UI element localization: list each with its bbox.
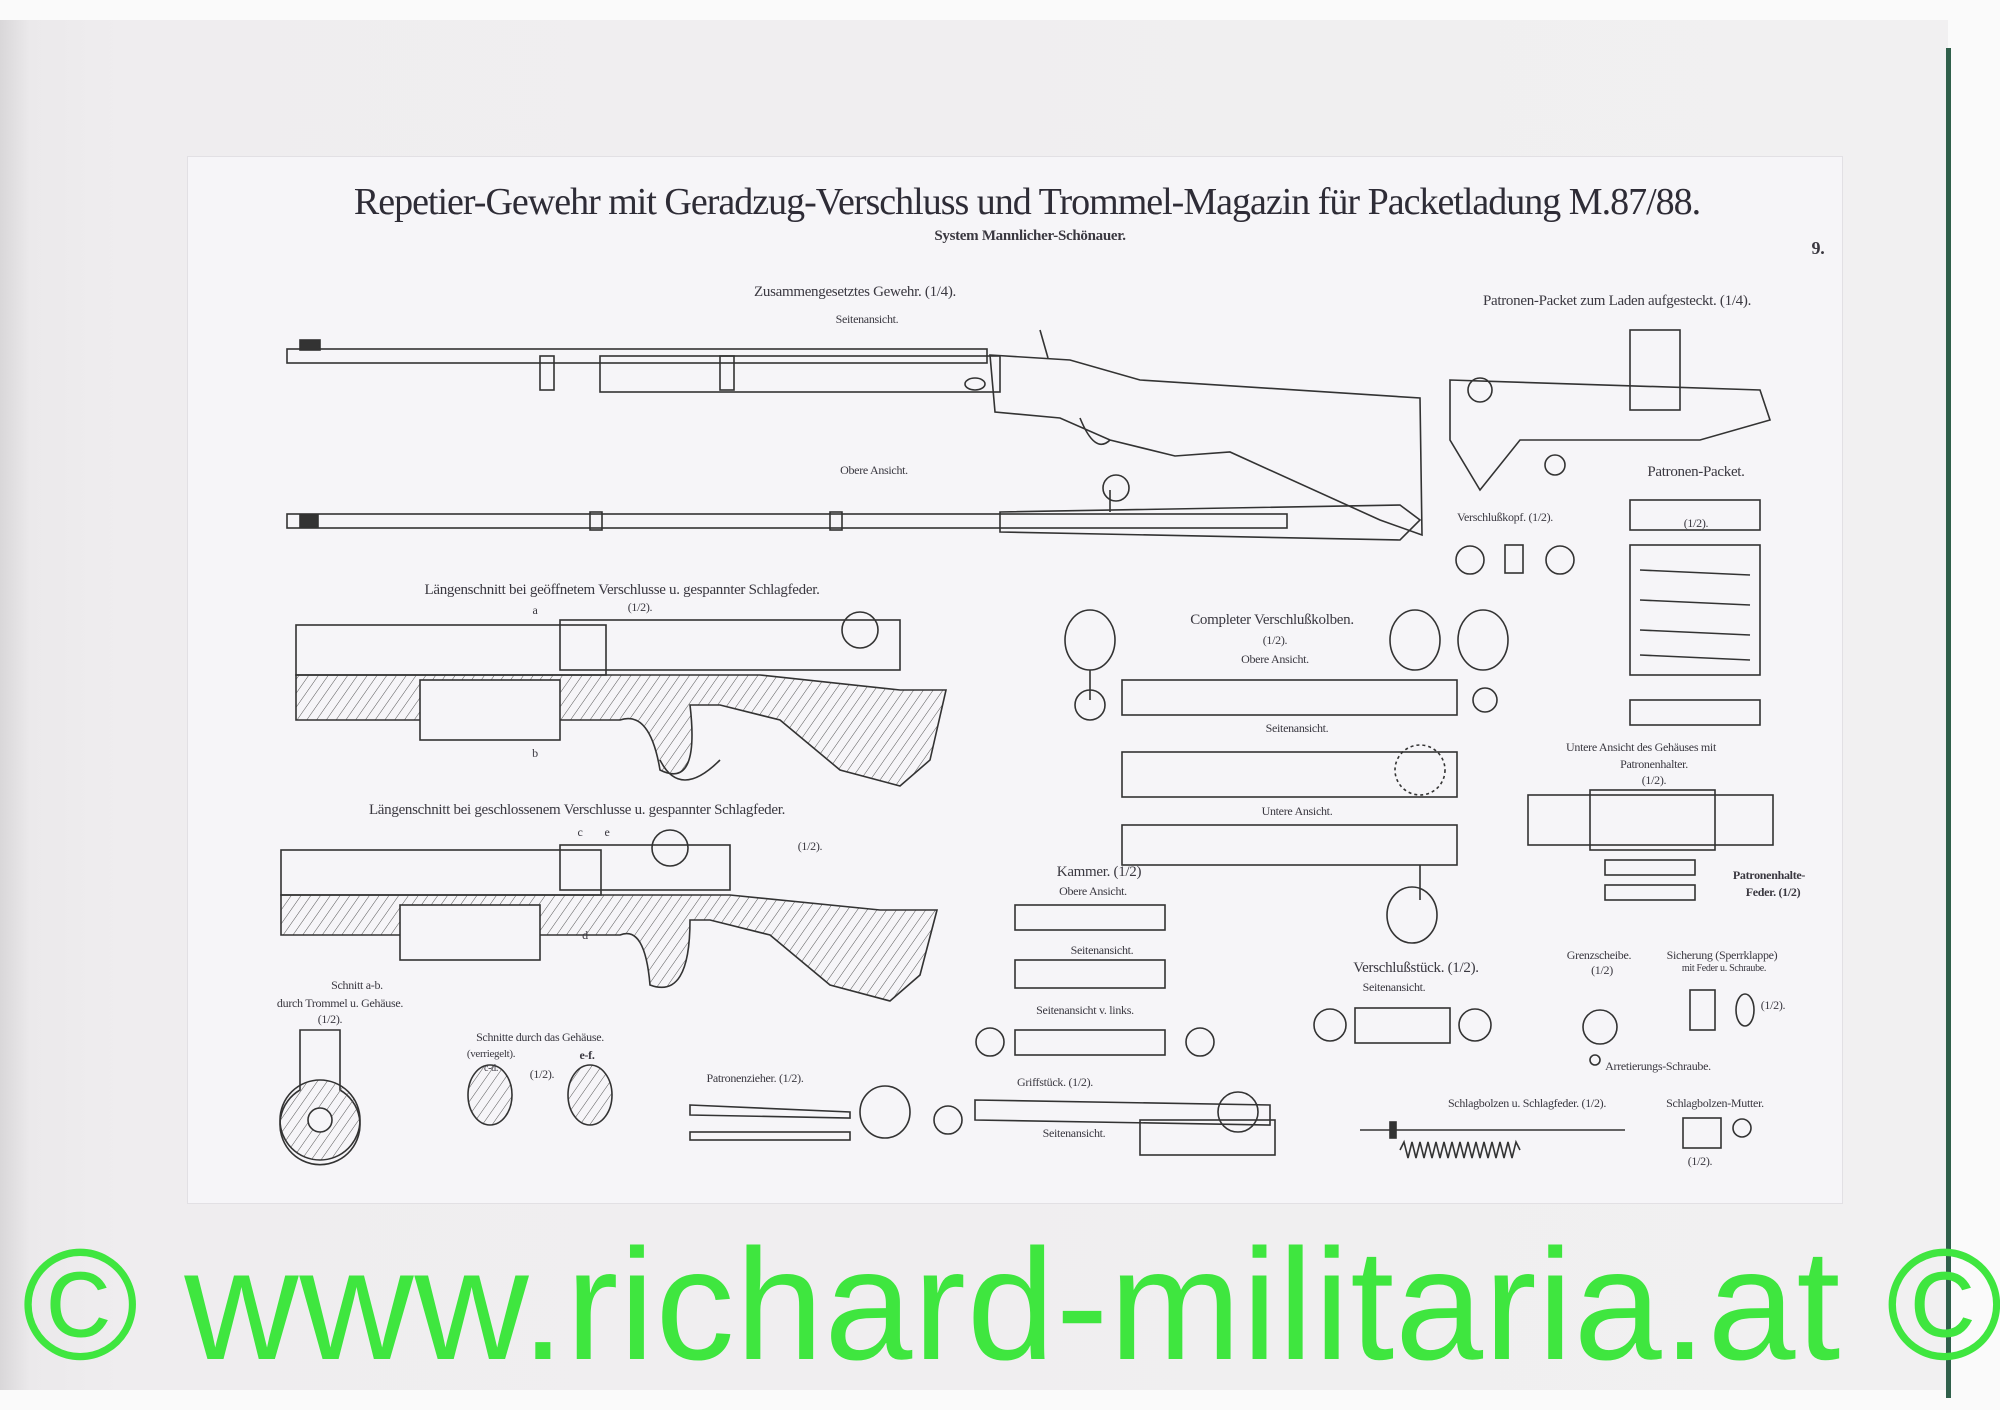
label-receiver-bottom-scale: (1/2). — [1641, 773, 1667, 787]
label-safety-2: mit Feder u. Schraube. — [1681, 963, 1767, 974]
label-chamber: Kammer. (1/2) — [1056, 864, 1142, 880]
label-section-ab: Schnitt a-b. — [331, 978, 383, 992]
label-section-open-scale: (1/2). — [627, 600, 653, 614]
label-chamber-left: Seitenansicht v. links. — [1036, 1003, 1134, 1017]
label-receiver-bottom: Untere Ansicht des Gehäuses mit — [1566, 740, 1716, 754]
label-complete-bolt-bottom: Untere Ansicht. — [1261, 804, 1333, 818]
label-handle: Griffstück. (1/2). — [1016, 1075, 1094, 1089]
watermark: © www.richard-militaria.at © — [22, 1217, 2000, 1393]
clip-loaded-view — [1449, 329, 1772, 492]
label-ef: e-f. — [579, 1048, 595, 1062]
mark-b: b — [532, 746, 538, 760]
label-complete-bolt-top: Obere Ansicht. — [1241, 652, 1309, 666]
complete-bolt-drawings — [1064, 609, 1509, 944]
label-receiver-bottom-2: Patronenhalter. — [1620, 757, 1688, 771]
label-locked: (verriegelt). — [466, 1048, 516, 1060]
label-sections-receiver: Schnitte durch das Gehäuse. — [476, 1030, 604, 1044]
label-firing-pin: Schlagbolzen u. Schlagfeder. (1/2). — [1447, 1096, 1607, 1110]
limit-disc-drawing — [1582, 1009, 1618, 1045]
label-cd: c-d. — [483, 1063, 499, 1074]
label-safety-scale: (1/2). — [1760, 998, 1786, 1012]
label-section-ab-2: durch Trommel u. Gehäuse. — [276, 996, 404, 1010]
label-lock-screw: Arretierungs-Schraube. — [1605, 1059, 1711, 1073]
label-clip-spring-2: Feder. (1/2) — [1745, 885, 1801, 899]
label-clip: Patronen-Packet. — [1647, 464, 1745, 480]
mark-d: d — [582, 928, 588, 942]
receiver-bottom-view — [1527, 789, 1774, 901]
clip-drawing — [1629, 499, 1761, 726]
label-top-view: Obere Ansicht. — [840, 463, 908, 477]
book-cover-edge — [1946, 48, 1951, 1398]
label-section-closed: Längenschnitt bei geschlossenem Verschlu… — [368, 802, 786, 818]
section-closed-bolt — [280, 829, 939, 1002]
label-bolt-head: Verschlußkopf. (1/2). — [1456, 510, 1554, 524]
label-chamber-top: Obere Ansicht. — [1059, 884, 1127, 898]
rifle-side-view — [286, 329, 1423, 537]
plate-title: Repetier-Gewehr mit Geradzug-Verschluss … — [353, 181, 1701, 223]
label-complete-bolt-side: Seitenansicht. — [1265, 721, 1329, 735]
label-extractor: Patronenzieher. (1/2). — [706, 1071, 804, 1085]
label-complete-bolt: Completer Verschlußkolben. — [1190, 612, 1354, 628]
label-limit-disc: Grenzscheibe. — [1566, 948, 1632, 962]
label-assembled-rifle: Zusammengesetztes Gewehr. (1/4). — [754, 284, 956, 300]
label-firing-pin-nut-scale: (1/2). — [1687, 1154, 1713, 1168]
label-handle-side: Seitenansicht. — [1042, 1126, 1106, 1140]
label-clip-scale: (1/2). — [1683, 516, 1709, 530]
label-safety: Sicherung (Sperrklappe) — [1666, 948, 1778, 962]
label-complete-bolt-scale: (1/2). — [1262, 633, 1288, 647]
label-side-view: Seitenansicht. — [835, 312, 899, 326]
label-bolt-piece-side: Seitenansicht. — [1362, 980, 1426, 994]
section-open-bolt — [295, 611, 948, 787]
label-bolt-piece: Verschlußstück. (1/2). — [1353, 960, 1479, 976]
bolt-piece-drawings — [1313, 1007, 1492, 1044]
label-section-open: Längenschnitt bei geöffnetem Verschlusse… — [424, 582, 820, 598]
label-chamber-side: Seitenansicht. — [1070, 943, 1134, 957]
label-limit-disc-scale: (1/2) — [1591, 963, 1613, 977]
plate-subtitle: System Mannlicher-Schönauer. — [934, 228, 1126, 244]
mark-c: c — [577, 825, 583, 839]
rifle-top-view — [286, 474, 1422, 541]
page-number: 9. — [1811, 238, 1825, 258]
mark-e: e — [604, 825, 610, 839]
label-sections-scale: (1/2). — [529, 1067, 555, 1081]
chamber-drawings — [975, 904, 1215, 1057]
label-clip-loaded: Patronen-Packet zum Laden aufgesteckt. (… — [1482, 293, 1752, 309]
mark-a: a — [532, 603, 538, 617]
drum-section-drawing — [279, 1029, 361, 1166]
label-clip-spring: Patronenhalte- — [1732, 868, 1806, 882]
label-section-ab-scale: (1/2). — [317, 1012, 343, 1026]
label-section-closed-scale: (1/2). — [797, 839, 823, 853]
label-firing-pin-nut: Schlagbolzen-Mutter. — [1666, 1096, 1764, 1110]
